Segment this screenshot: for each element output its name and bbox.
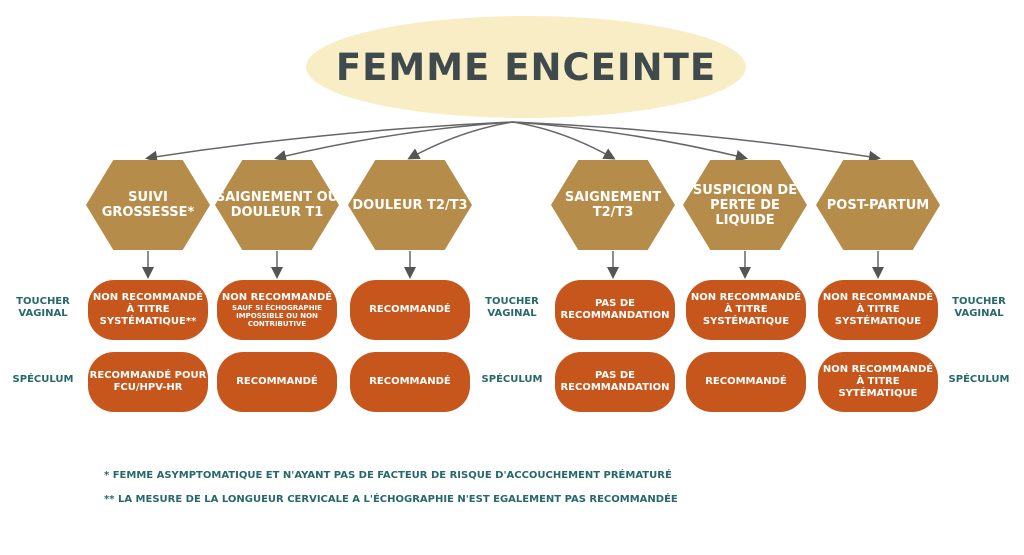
result-text: RECOMMANDÉ	[705, 376, 787, 387]
result-text: NON RECOMMANDÉ	[221, 292, 333, 303]
speculum-result: NON RECOMMANDÉ À TITRE SYTÉMATIQUE	[818, 352, 938, 412]
result-text: NON RECOMMANDÉ À TITRE SYSTÉMATIQUE	[690, 292, 802, 327]
row-label-speculum: SPÉCULUM	[481, 374, 543, 385]
connector-to-category	[512, 121, 616, 160]
category-hex: SAIGNEMENT T2/T3	[551, 160, 675, 250]
row-label-toucher: TOUCHER VAGINAL	[952, 296, 1006, 319]
category-hex: SUSPICION DE PERTE DE LIQUIDE	[683, 160, 807, 250]
speculum-result: RECOMMANDÉ	[217, 352, 337, 412]
footnote-1: * FEMME ASYMPTOMATIQUE ET N'AYANT PAS DE…	[104, 470, 672, 481]
connector-to-category	[407, 121, 514, 160]
category-hex: DOULEUR T2/T3	[348, 160, 472, 250]
speculum-result: RECOMMANDÉ	[350, 352, 470, 412]
category-hex: SUIVI GROSSESSE*	[86, 160, 210, 250]
toucher-result: NON RECOMMANDÉ À TITRE SYSTÉMATIQUE**	[88, 280, 208, 340]
result-subtext: SAUF SI ÉCHOGRAPHIE IMPOSSIBLE OU NON CO…	[232, 304, 322, 328]
connector-to-category	[512, 121, 881, 163]
toucher-result: NON RECOMMANDÉ À TITRE SYSTÉMATIQUE	[818, 280, 938, 340]
row-label-toucher: TOUCHER VAGINAL	[485, 296, 539, 319]
footnote-2: ** LA MESURE DE LA LONGUEUR CERVICALE A …	[104, 494, 678, 505]
result-text: NON RECOMMANDÉ À TITRE SYTÉMATIQUE	[822, 364, 934, 399]
row-label-speculum: SPÉCULUM	[12, 374, 74, 385]
connector-to-category	[145, 121, 514, 163]
result-text: RECOMMANDÉ POUR FCU/HPV-HR	[89, 370, 207, 393]
page-title: FEMME ENCEINTE	[335, 45, 717, 89]
speculum-result: RECOMMANDÉ POUR FCU/HPV-HR	[88, 352, 208, 412]
toucher-result: RECOMMANDÉ	[350, 280, 470, 340]
toucher-result: NON RECOMMANDÉ À TITRE SYSTÉMATIQUE	[686, 280, 806, 340]
title-oval: FEMME ENCEINTE	[306, 16, 746, 118]
speculum-result: RECOMMANDÉ	[686, 352, 806, 412]
row-label-toucher: TOUCHER VAGINAL	[16, 296, 70, 319]
speculum-result: PAS DE RECOMMANDATION	[555, 352, 675, 412]
connector-to-category	[512, 121, 748, 162]
result-text: PAS DE RECOMMANDATION	[560, 298, 670, 321]
row-label-speculum: SPÉCULUM	[948, 374, 1010, 385]
result-text: RECOMMANDÉ	[369, 376, 451, 387]
result-text: NON RECOMMANDÉ À TITRE SYSTÉMATIQUE	[822, 292, 934, 327]
result-text: RECOMMANDÉ	[369, 304, 451, 315]
result-text: RECOMMANDÉ	[236, 376, 318, 387]
category-hex: POST-PARTUM	[816, 160, 940, 250]
connector-to-category	[274, 121, 514, 162]
result-text: PAS DE RECOMMANDATION	[560, 370, 670, 393]
category-hex: SAIGNEMENT OU DOULEUR T1	[215, 160, 339, 250]
toucher-result: PAS DE RECOMMANDATION	[555, 280, 675, 340]
result-text: NON RECOMMANDÉ À TITRE SYSTÉMATIQUE**	[92, 292, 204, 327]
